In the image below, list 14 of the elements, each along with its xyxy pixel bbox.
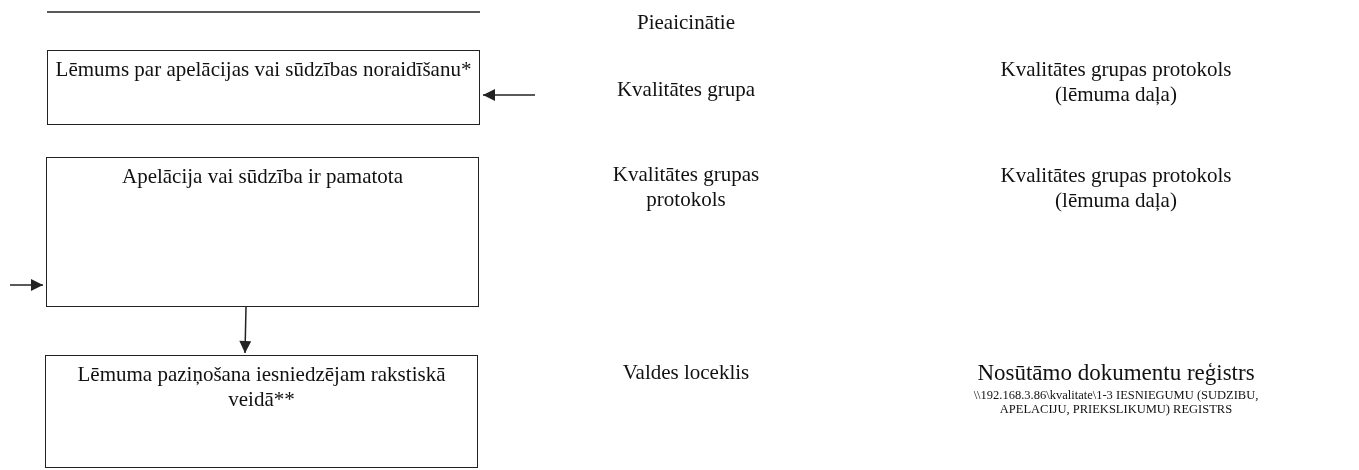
column-text: Kvalitātes grupa	[616, 77, 756, 103]
column-text: Nosūtāmo dokumentu reģistrs	[977, 359, 1255, 387]
arrow	[482, 89, 536, 101]
file-path-text: \\192.168.3.86\kvalitate\1-3 IESNIEGUMU (SUDZIBU, APELACIJU, PRIEKSLIKUMU) REGISTRS	[972, 388, 1260, 417]
column-text: Kvalitātes grupas protokols (lēmuma daļa)	[999, 163, 1233, 214]
column-text: Pieaicinātie	[637, 10, 735, 36]
arrow	[239, 306, 252, 354]
column-text: Valdes loceklis	[622, 360, 750, 386]
process-box: Apelācija vai sūdzība ir pamatota	[46, 157, 479, 307]
arrow	[9, 279, 44, 291]
process-box: Lēmuma paziņošana iesniedzējam rakstiskā veidā**	[45, 355, 478, 468]
column-text: Kvalitātes grupas protokols (lēmuma daļa)	[999, 57, 1233, 108]
column-text: Kvalitātes grupas protokols	[611, 162, 761, 213]
process-box: Lēmums par apelācijas vai sūdzības noraidīšanu*	[47, 50, 480, 125]
